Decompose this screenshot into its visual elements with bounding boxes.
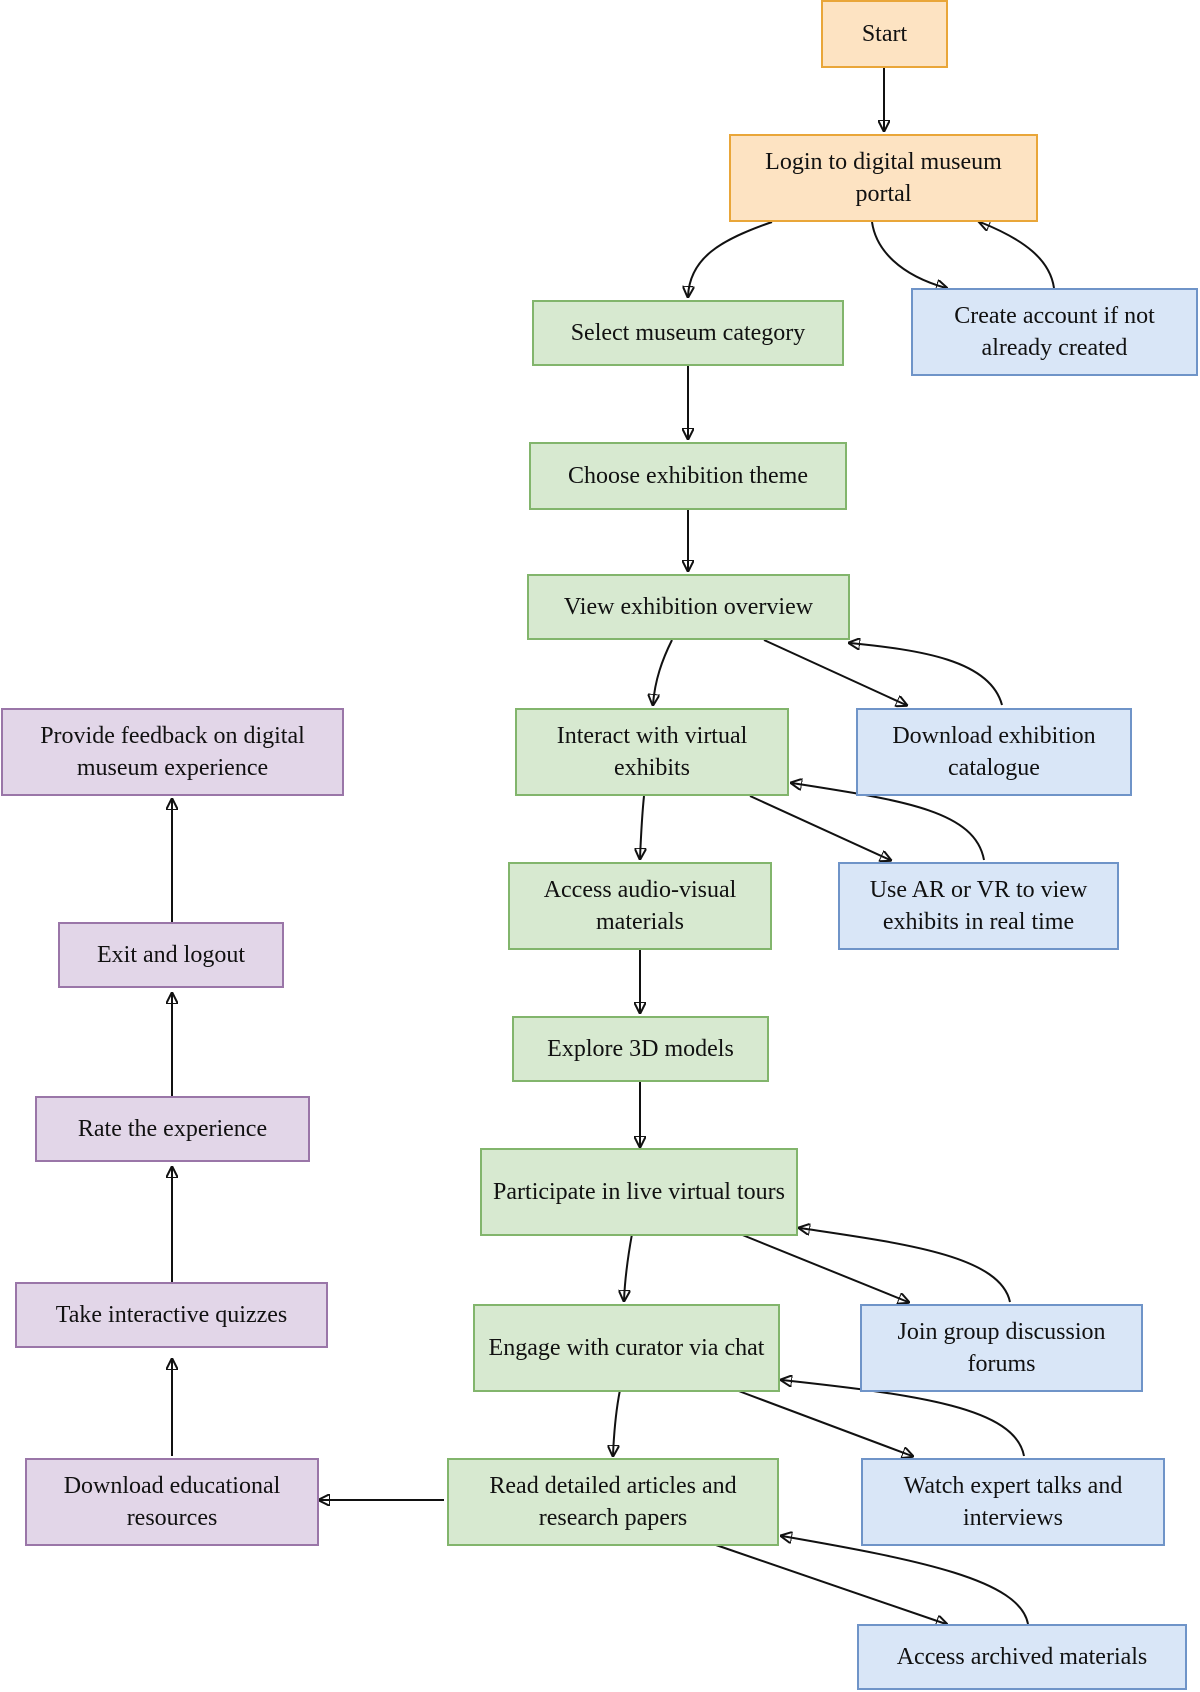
node-download-edu-label: Download educational resources: [63, 1473, 281, 1531]
node-download-edu: Download educational resources: [25, 1458, 319, 1546]
node-login: Login to digital museum portal: [729, 134, 1038, 222]
node-rate: Rate the experience: [35, 1096, 310, 1162]
node-expert-talks: Watch expert talks and interviews: [861, 1458, 1165, 1546]
node-group-forums: Join group discussion forums: [860, 1304, 1143, 1392]
edge-tours-curator: [624, 1233, 633, 1300]
node-interact-exhibits-label: Interact with virtual exhibits: [556, 723, 748, 781]
node-view-overview-label: View exhibition overview: [563, 594, 814, 620]
node-audio-visual: Access audio-visual materials: [508, 862, 772, 950]
node-choose-theme-label: Choose exhibition theme: [568, 463, 808, 489]
node-exit: Exit and logout: [58, 922, 284, 988]
node-select-category: Select museum category: [532, 300, 844, 366]
edge-login-create: [871, 221, 946, 288]
edge-view-catalogue: [763, 639, 906, 705]
node-download-catalogue-label: Download exhibition catalogue: [892, 723, 1096, 781]
node-archived-label: Access archived materials: [896, 1644, 1148, 1670]
node-select-category-label: Select museum category: [570, 320, 806, 346]
edge-view-interact: [653, 639, 673, 704]
node-choose-theme: Choose exhibition theme: [529, 442, 847, 510]
edge-read-archived: [715, 1544, 946, 1624]
node-curator-chat-label: Engage with curator via chat: [488, 1335, 765, 1361]
edge-arvr-interact: [792, 783, 985, 861]
edge-catalogue-view: [850, 643, 1003, 706]
node-quizzes: Take interactive quizzes: [15, 1282, 328, 1348]
edge-login-select: [688, 221, 773, 296]
node-read-articles-label: Read detailed articles and research pape…: [489, 1473, 737, 1531]
node-ar-vr-label: Use AR or VR to view exhibits in real ti…: [869, 877, 1088, 935]
node-explore-3d-label: Explore 3D models: [547, 1036, 734, 1062]
node-explore-3d: Explore 3D models: [512, 1016, 769, 1082]
node-read-articles: Read detailed articles and research pape…: [447, 1458, 779, 1546]
edge-curator-expert: [735, 1389, 912, 1456]
node-feedback-label: Provide feedback on digital museum exper…: [40, 723, 305, 781]
node-download-catalogue: Download exhibition catalogue: [856, 708, 1132, 796]
node-create-account: Create account if not already created: [911, 288, 1198, 376]
node-rate-label: Rate the experience: [77, 1116, 268, 1142]
node-live-tours-label: Participate in live virtual tours: [493, 1179, 785, 1205]
edge-interact-audio: [640, 795, 644, 858]
edge-create-login: [980, 222, 1055, 289]
edge-interact-arvr: [749, 795, 890, 860]
node-create-account-label: Create account if not already created: [954, 303, 1155, 361]
node-expert-talks-label: Watch expert talks and interviews: [903, 1473, 1123, 1531]
edge-archived-read: [782, 1536, 1029, 1625]
node-exit-label: Exit and logout: [97, 942, 245, 968]
node-feedback: Provide feedback on digital museum exper…: [1, 708, 344, 796]
node-start-label: Start: [861, 21, 908, 47]
node-archived: Access archived materials: [857, 1624, 1187, 1690]
node-live-tours: Participate in live virtual tours: [480, 1148, 798, 1236]
edge-curator-read: [613, 1389, 621, 1455]
node-start: Start: [821, 0, 948, 68]
edge-forums-tours: [800, 1228, 1011, 1303]
node-curator-chat: Engage with curator via chat: [473, 1304, 780, 1392]
node-audio-visual-label: Access audio-visual materials: [543, 877, 737, 935]
node-quizzes-label: Take interactive quizzes: [55, 1302, 288, 1328]
node-group-forums-label: Join group discussion forums: [897, 1319, 1106, 1377]
edge-expert-curator: [782, 1380, 1025, 1457]
node-login-label: Login to digital museum portal: [765, 149, 1002, 207]
node-interact-exhibits: Interact with virtual exhibits: [515, 708, 789, 796]
node-view-overview: View exhibition overview: [527, 574, 850, 640]
edge-tours-forums: [739, 1233, 908, 1302]
node-ar-vr: Use AR or VR to view exhibits in real ti…: [838, 862, 1119, 950]
